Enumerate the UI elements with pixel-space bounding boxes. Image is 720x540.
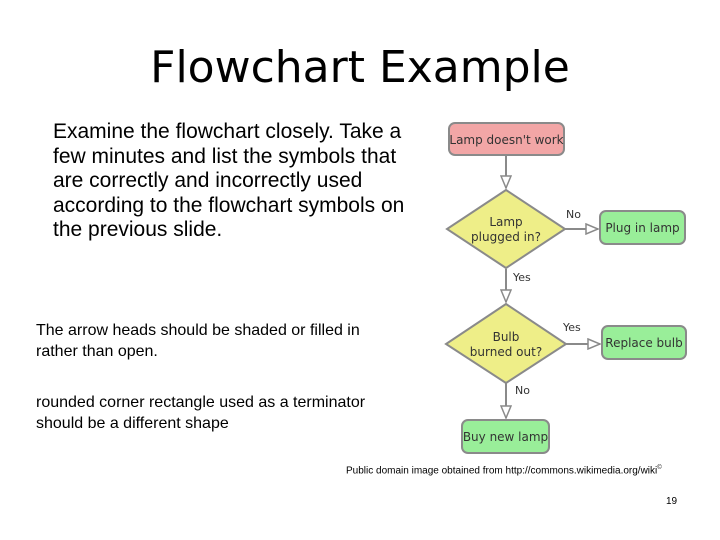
buy-new-lamp-node <box>461 419 550 454</box>
edge-label-d1-yes: Yes <box>512 271 531 284</box>
credit-mark: © <box>657 465 662 471</box>
slide-title: Flowchart Example <box>150 42 570 93</box>
image-credit: Public domain image obtained from http:/… <box>346 462 662 477</box>
buy-new-lamp-label: Buy new lamp <box>463 430 548 444</box>
decision1-label-line1: Lamp <box>489 215 522 229</box>
start-node <box>448 122 565 156</box>
page-number: 19 <box>666 496 678 507</box>
instructions-text: Examine the flowchart closely. Take a fe… <box>53 120 405 241</box>
decision1-node <box>445 188 567 270</box>
replace-bulb-node <box>601 325 687 360</box>
note-arrowheads: The arrow heads should be shaded or fill… <box>36 322 360 360</box>
start-node-label: Lamp doesn't work <box>449 133 563 147</box>
decision2-node <box>444 302 568 385</box>
plug-in-lamp-label: Plug in lamp <box>605 221 679 235</box>
decision1-label-line2: plugged in? <box>471 230 541 244</box>
plug-in-lamp-node <box>599 210 686 245</box>
edge-label-d2-yes: Yes <box>562 321 581 334</box>
replace-bulb-label: Replace bulb <box>605 336 682 350</box>
credit-text: Public domain image obtained from http:/… <box>346 465 658 477</box>
decision2-label-line2: burned out? <box>470 345 542 359</box>
edge-label-d1-no: No <box>566 208 581 221</box>
edge-label-d2-no: No <box>515 384 530 397</box>
decision2-label-line1: Bulb <box>493 330 520 344</box>
note-terminator: rounded corner rectangle used as a termi… <box>36 394 366 432</box>
